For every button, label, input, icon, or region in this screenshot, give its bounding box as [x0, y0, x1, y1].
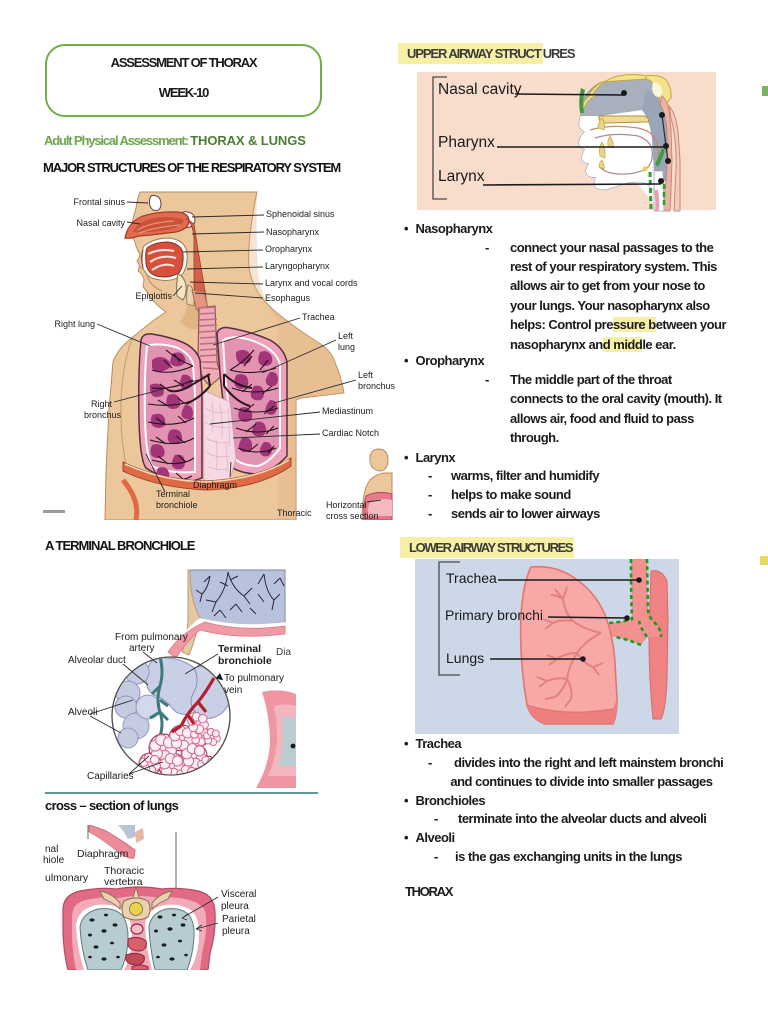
svg-text:Terminal: Terminal: [156, 489, 190, 499]
svg-text:Sphenoidal sinus: Sphenoidal sinus: [266, 209, 335, 219]
svg-text:Left: Left: [358, 370, 374, 380]
svg-text:Cardiac Notch: Cardiac Notch: [322, 428, 379, 438]
svg-text:Right lung: Right lung: [54, 319, 95, 329]
svg-text:Visceral: Visceral: [221, 889, 256, 900]
svg-text:Nasopharynx: Nasopharynx: [266, 227, 320, 237]
svg-text:vertebra: vertebra: [104, 876, 143, 888]
svg-text:nal: nal: [45, 844, 58, 855]
svg-text:Epiglottis: Epiglottis: [135, 291, 172, 301]
svg-text:pleura: pleura: [221, 901, 249, 912]
svg-text:bronchiole: bronchiole: [218, 655, 272, 667]
svg-text:Diа: Diа: [276, 647, 291, 658]
svg-text:Alveoli: Alveoli: [68, 707, 97, 718]
svg-text:Diaphragm: Diaphragm: [193, 480, 237, 490]
svg-text:From pulmonary: From pulmonary: [115, 632, 188, 643]
svg-text:bronchus: bronchus: [84, 410, 122, 420]
svg-text:bronchus: bronchus: [358, 381, 396, 391]
svg-text:Trachea: Trachea: [302, 312, 335, 322]
svg-text:Diaphragm: Diaphragm: [77, 848, 129, 860]
svg-text:Parietal: Parietal: [222, 914, 256, 925]
svg-text:Esophagus: Esophagus: [265, 293, 311, 303]
svg-text:vein: vein: [224, 685, 242, 696]
svg-text:Capillaries: Capillaries: [87, 771, 134, 782]
svg-text:Laryngopharynx: Laryngopharynx: [265, 261, 330, 271]
svg-text:Larynx and vocal cords: Larynx and vocal cords: [265, 278, 358, 288]
svg-text:Terminal: Terminal: [218, 643, 261, 655]
svg-text:Nasal cavity: Nasal cavity: [76, 218, 125, 228]
svg-text:bronchiole: bronchiole: [156, 500, 198, 510]
svg-text:Thoracic: Thoracic: [277, 508, 312, 518]
svg-text:hiole: hiole: [43, 855, 65, 866]
svg-text:To pulmonary: To pulmonary: [224, 673, 284, 684]
svg-text:Right: Right: [91, 399, 113, 409]
svg-text:Alveolar duct: Alveolar duct: [68, 655, 126, 666]
svg-text:Oropharynx: Oropharynx: [265, 244, 313, 254]
svg-text:Thoracic: Thoracic: [104, 865, 144, 877]
svg-text:artery: artery: [129, 643, 155, 654]
svg-text:Mediastinum: Mediastinum: [322, 406, 373, 416]
svg-text:cross section: cross section: [326, 511, 379, 521]
svg-text:pleura: pleura: [222, 926, 250, 937]
svg-text:lung: lung: [338, 342, 355, 352]
svg-text:Left: Left: [338, 331, 354, 341]
svg-text:ulmonary: ulmonary: [45, 872, 89, 884]
svg-text:Frontal sinus: Frontal sinus: [73, 197, 125, 207]
svg-text:Horizontal: Horizontal: [326, 500, 367, 510]
